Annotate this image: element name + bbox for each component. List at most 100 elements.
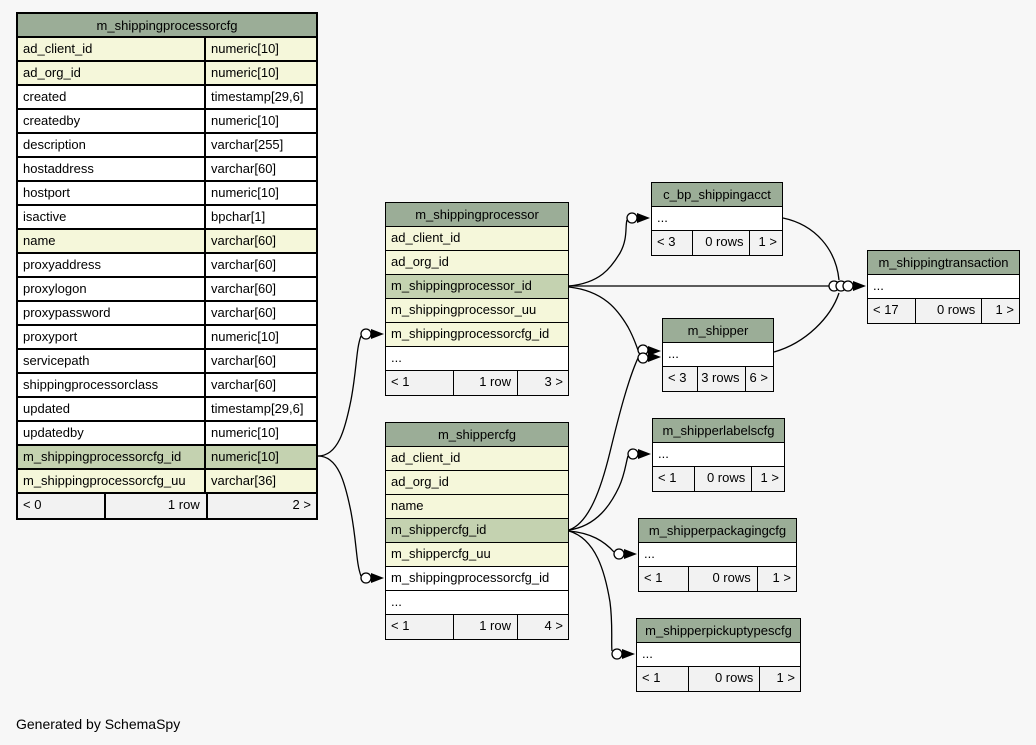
table-title-m_shipper[interactable]: m_shipper (663, 319, 773, 343)
column-type: varchar[60] (204, 374, 316, 396)
column-name: m_shippingprocessor_id (391, 278, 532, 293)
fk-circle (360, 572, 372, 584)
column-name: ... (658, 446, 669, 461)
column-type: numeric[10] (204, 38, 316, 60)
column-name: name (391, 498, 424, 513)
generated-by-note: Generated by SchemaSpy (16, 716, 181, 732)
edge-shipper-to-shippingtransaction (773, 292, 840, 353)
column-name: m_shippercfg_id (391, 522, 487, 537)
column-row-proxypassword: proxypassword varchar[60] (18, 302, 316, 326)
column-row-more: ... (637, 643, 800, 667)
edge-shippingprocessorcfg-to-shippercfg (317, 455, 362, 577)
column-row-m_shippingprocessorcfg_id: m_shippingprocessorcfg_id (386, 567, 568, 591)
column-row-more: ... (639, 543, 796, 567)
footer-parent-count: < 1 (639, 567, 688, 591)
column-row-ad_client_id: ad_client_id (386, 447, 568, 471)
column-name: ad_org_id (391, 254, 449, 269)
footer-child-count: 1 > (756, 567, 796, 591)
column-row-ad_org_id: ad_org_id (386, 251, 568, 275)
column-row-m_shippercfg_uu: m_shippercfg_uu (386, 543, 568, 567)
column-name: m_shippingprocessorcfg_id (391, 326, 550, 341)
edge-shippingprocessorcfg-to-shippingprocessor (317, 335, 362, 457)
column-name: ... (873, 278, 884, 293)
edge-shippercfg-to-shipperpackagingcfg (568, 530, 615, 553)
footer-parent-count: < 0 (18, 494, 105, 518)
footer-row-count: 1 row (453, 615, 518, 639)
edge-shippercfg-to-shipperlabelscfg (568, 455, 629, 531)
table-title-m_shippercfg[interactable]: m_shippercfg (386, 423, 568, 447)
table-title-m_shipperpickuptypescfg[interactable]: m_shipperpickuptypescfg (637, 619, 800, 643)
footer-parent-count: < 3 (652, 231, 693, 255)
column-name: ... (657, 210, 668, 225)
fk-circle (613, 548, 625, 560)
column-name: m_shippingprocessorcfg_id (23, 449, 182, 464)
column-row-servicepath: servicepath varchar[60] (18, 350, 316, 374)
column-type: varchar[255] (204, 134, 316, 156)
column-type: numeric[10] (204, 446, 316, 468)
column-name: createdby (23, 113, 81, 128)
table-title-m_shipperpackagingcfg[interactable]: m_shipperpackagingcfg (639, 519, 796, 543)
fk-arrow (637, 213, 650, 223)
column-name: ad_org_id (391, 474, 449, 489)
column-row-name: name varchar[60] (18, 230, 316, 254)
column-type: numeric[10] (204, 62, 316, 84)
column-type: varchar[60] (204, 230, 316, 252)
column-type: varchar[60] (204, 158, 316, 180)
table-title-m_shipperlabelscfg[interactable]: m_shipperlabelscfg (653, 419, 784, 443)
column-name: name (23, 233, 56, 248)
fk-circle (637, 352, 649, 364)
column-name: ... (391, 594, 402, 609)
column-row-more: ... (386, 591, 568, 615)
fk-circle (627, 448, 639, 460)
column-row-name: name (386, 495, 568, 519)
column-name: proxypassword (23, 305, 111, 320)
footer-row-count: 0 rows (693, 467, 752, 491)
footer-row-count: 0 rows (687, 667, 760, 691)
footer-child-count: 1 > (751, 467, 784, 491)
footer-parent-count: < 1 (386, 615, 454, 639)
column-type: varchar[36] (204, 470, 316, 492)
column-type: varchar[60] (204, 302, 316, 324)
column-name: ... (642, 646, 653, 661)
column-name: ad_client_id (23, 41, 93, 56)
edge-shippingprocessor-to-shipper (568, 286, 639, 351)
footer-row-count: 3 rows (697, 367, 746, 391)
column-row-ad_client_id: ad_client_id (386, 227, 568, 251)
column-name: ad_org_id (23, 65, 81, 80)
fk-circle (626, 212, 638, 224)
footer-child-count: 1 > (749, 231, 782, 255)
column-name: m_shippingprocessor_uu (391, 302, 537, 317)
column-row-more: ... (652, 207, 782, 231)
column-type: varchar[60] (204, 350, 316, 372)
fk-circle (611, 648, 623, 660)
column-name: ... (391, 350, 402, 365)
table-title-m_shippingtransaction[interactable]: m_shippingtransaction (868, 251, 1019, 275)
column-type: varchar[60] (204, 254, 316, 276)
column-name: servicepath (23, 353, 90, 368)
column-name: created (23, 89, 67, 104)
edge-c-bp-shippingacct-to-shippingtransaction (782, 217, 840, 281)
table-title-m_shippingprocessorcfg[interactable]: m_shippingprocessorcfg (18, 14, 316, 38)
column-type: timestamp[29,6] (204, 398, 316, 420)
footer-row-count: 1 row (453, 371, 518, 395)
table-title-c_bp_shippingacct[interactable]: c_bp_shippingacct (652, 183, 782, 207)
table-title-m_shippingprocessor[interactable]: m_shippingprocessor (386, 203, 568, 227)
column-row-m_shippingprocessor_uu: m_shippingprocessor_uu (386, 299, 568, 323)
